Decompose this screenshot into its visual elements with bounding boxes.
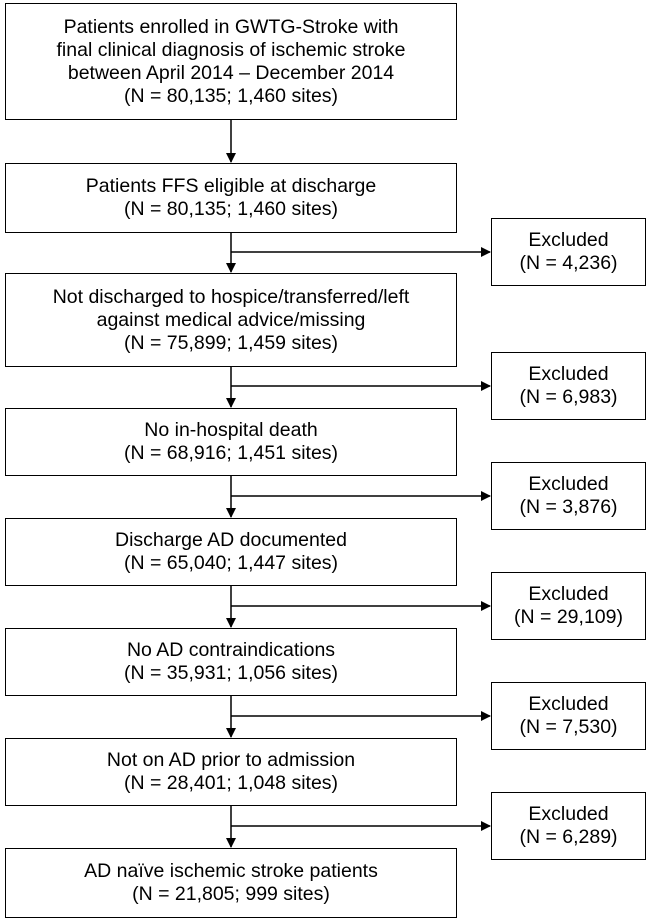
step-ffs-eligible-box: Patients FFS eligible at discharge (N = …	[5, 163, 457, 233]
step-text-line: Discharge AD documented	[115, 529, 347, 551]
step-not-discharged-box: Not discharged to hospice/transferred/le…	[5, 273, 457, 367]
exclusion-label: Excluded	[528, 473, 609, 495]
exclusion-count: (N = 7,530)	[519, 716, 618, 738]
step-count: (N = 68,916; 1,451 sites)	[123, 442, 339, 464]
step-not-on-ad-box: Not on AD prior to admission (N = 28,401…	[5, 738, 457, 806]
step-text-line: No in-hospital death	[144, 419, 318, 441]
exclusion-box: Excluded (N = 3,876)	[491, 462, 646, 530]
step-count: (N = 21,805; 999 sites)	[132, 883, 330, 905]
step-enrolled-box: Patients enrolled in GWTG-Stroke with fi…	[5, 3, 457, 120]
exclusion-count: (N = 4,236)	[519, 252, 618, 274]
step-count: (N = 35,931; 1,056 sites)	[123, 662, 339, 684]
step-text-line: No AD contraindications	[126, 639, 336, 661]
step-text-line: Not discharged to hospice/transferred/le…	[52, 285, 410, 308]
step-ad-documented-box: Discharge AD documented (N = 65,040; 1,4…	[5, 518, 457, 586]
step-count: (N = 75,899; 1,459 sites)	[123, 331, 339, 354]
step-text-line: against medical advice/missing	[96, 308, 366, 331]
step-count: (N = 80,135; 1,460 sites)	[123, 84, 339, 107]
exclusion-box: Excluded (N = 6,983)	[491, 352, 646, 420]
exclusion-box: Excluded (N = 7,530)	[491, 682, 646, 750]
step-text-line: final clinical diagnosis of ischemic str…	[56, 38, 406, 61]
step-no-contraindications-box: No AD contraindications (N = 35,931; 1,0…	[5, 628, 457, 696]
step-final-cohort-box: AD naïve ischemic stroke patients (N = 2…	[5, 848, 457, 918]
step-text-line: AD naïve ischemic stroke patients	[84, 860, 378, 882]
step-count: (N = 80,135; 1,460 sites)	[123, 198, 339, 220]
step-text-line: Patients enrolled in GWTG-Stroke with	[63, 15, 399, 38]
exclusion-box: Excluded (N = 4,236)	[491, 218, 646, 286]
exclusion-count: (N = 6,289)	[519, 826, 618, 848]
exclusion-count: (N = 6,983)	[519, 386, 618, 408]
exclusion-label: Excluded	[528, 693, 609, 715]
exclusion-count: (N = 3,876)	[519, 496, 618, 518]
exclusion-label: Excluded	[528, 583, 609, 605]
exclusion-box: Excluded (N = 29,109)	[491, 572, 646, 640]
step-count: (N = 65,040; 1,447 sites)	[123, 552, 339, 574]
step-no-death-box: No in-hospital death (N = 68,916; 1,451 …	[5, 408, 457, 476]
exclusion-box: Excluded (N = 6,289)	[491, 792, 646, 860]
exclusion-count: (N = 29,109)	[514, 606, 623, 628]
step-text-line: Not on AD prior to admission	[106, 749, 356, 771]
exclusion-label: Excluded	[528, 363, 609, 385]
step-text-line: Patients FFS eligible at discharge	[85, 175, 377, 197]
step-text-line: between April 2014 – December 2014	[67, 61, 395, 84]
exclusion-label: Excluded	[528, 803, 609, 825]
step-count: (N = 28,401; 1,048 sites)	[123, 772, 339, 794]
exclusion-label: Excluded	[528, 229, 609, 251]
